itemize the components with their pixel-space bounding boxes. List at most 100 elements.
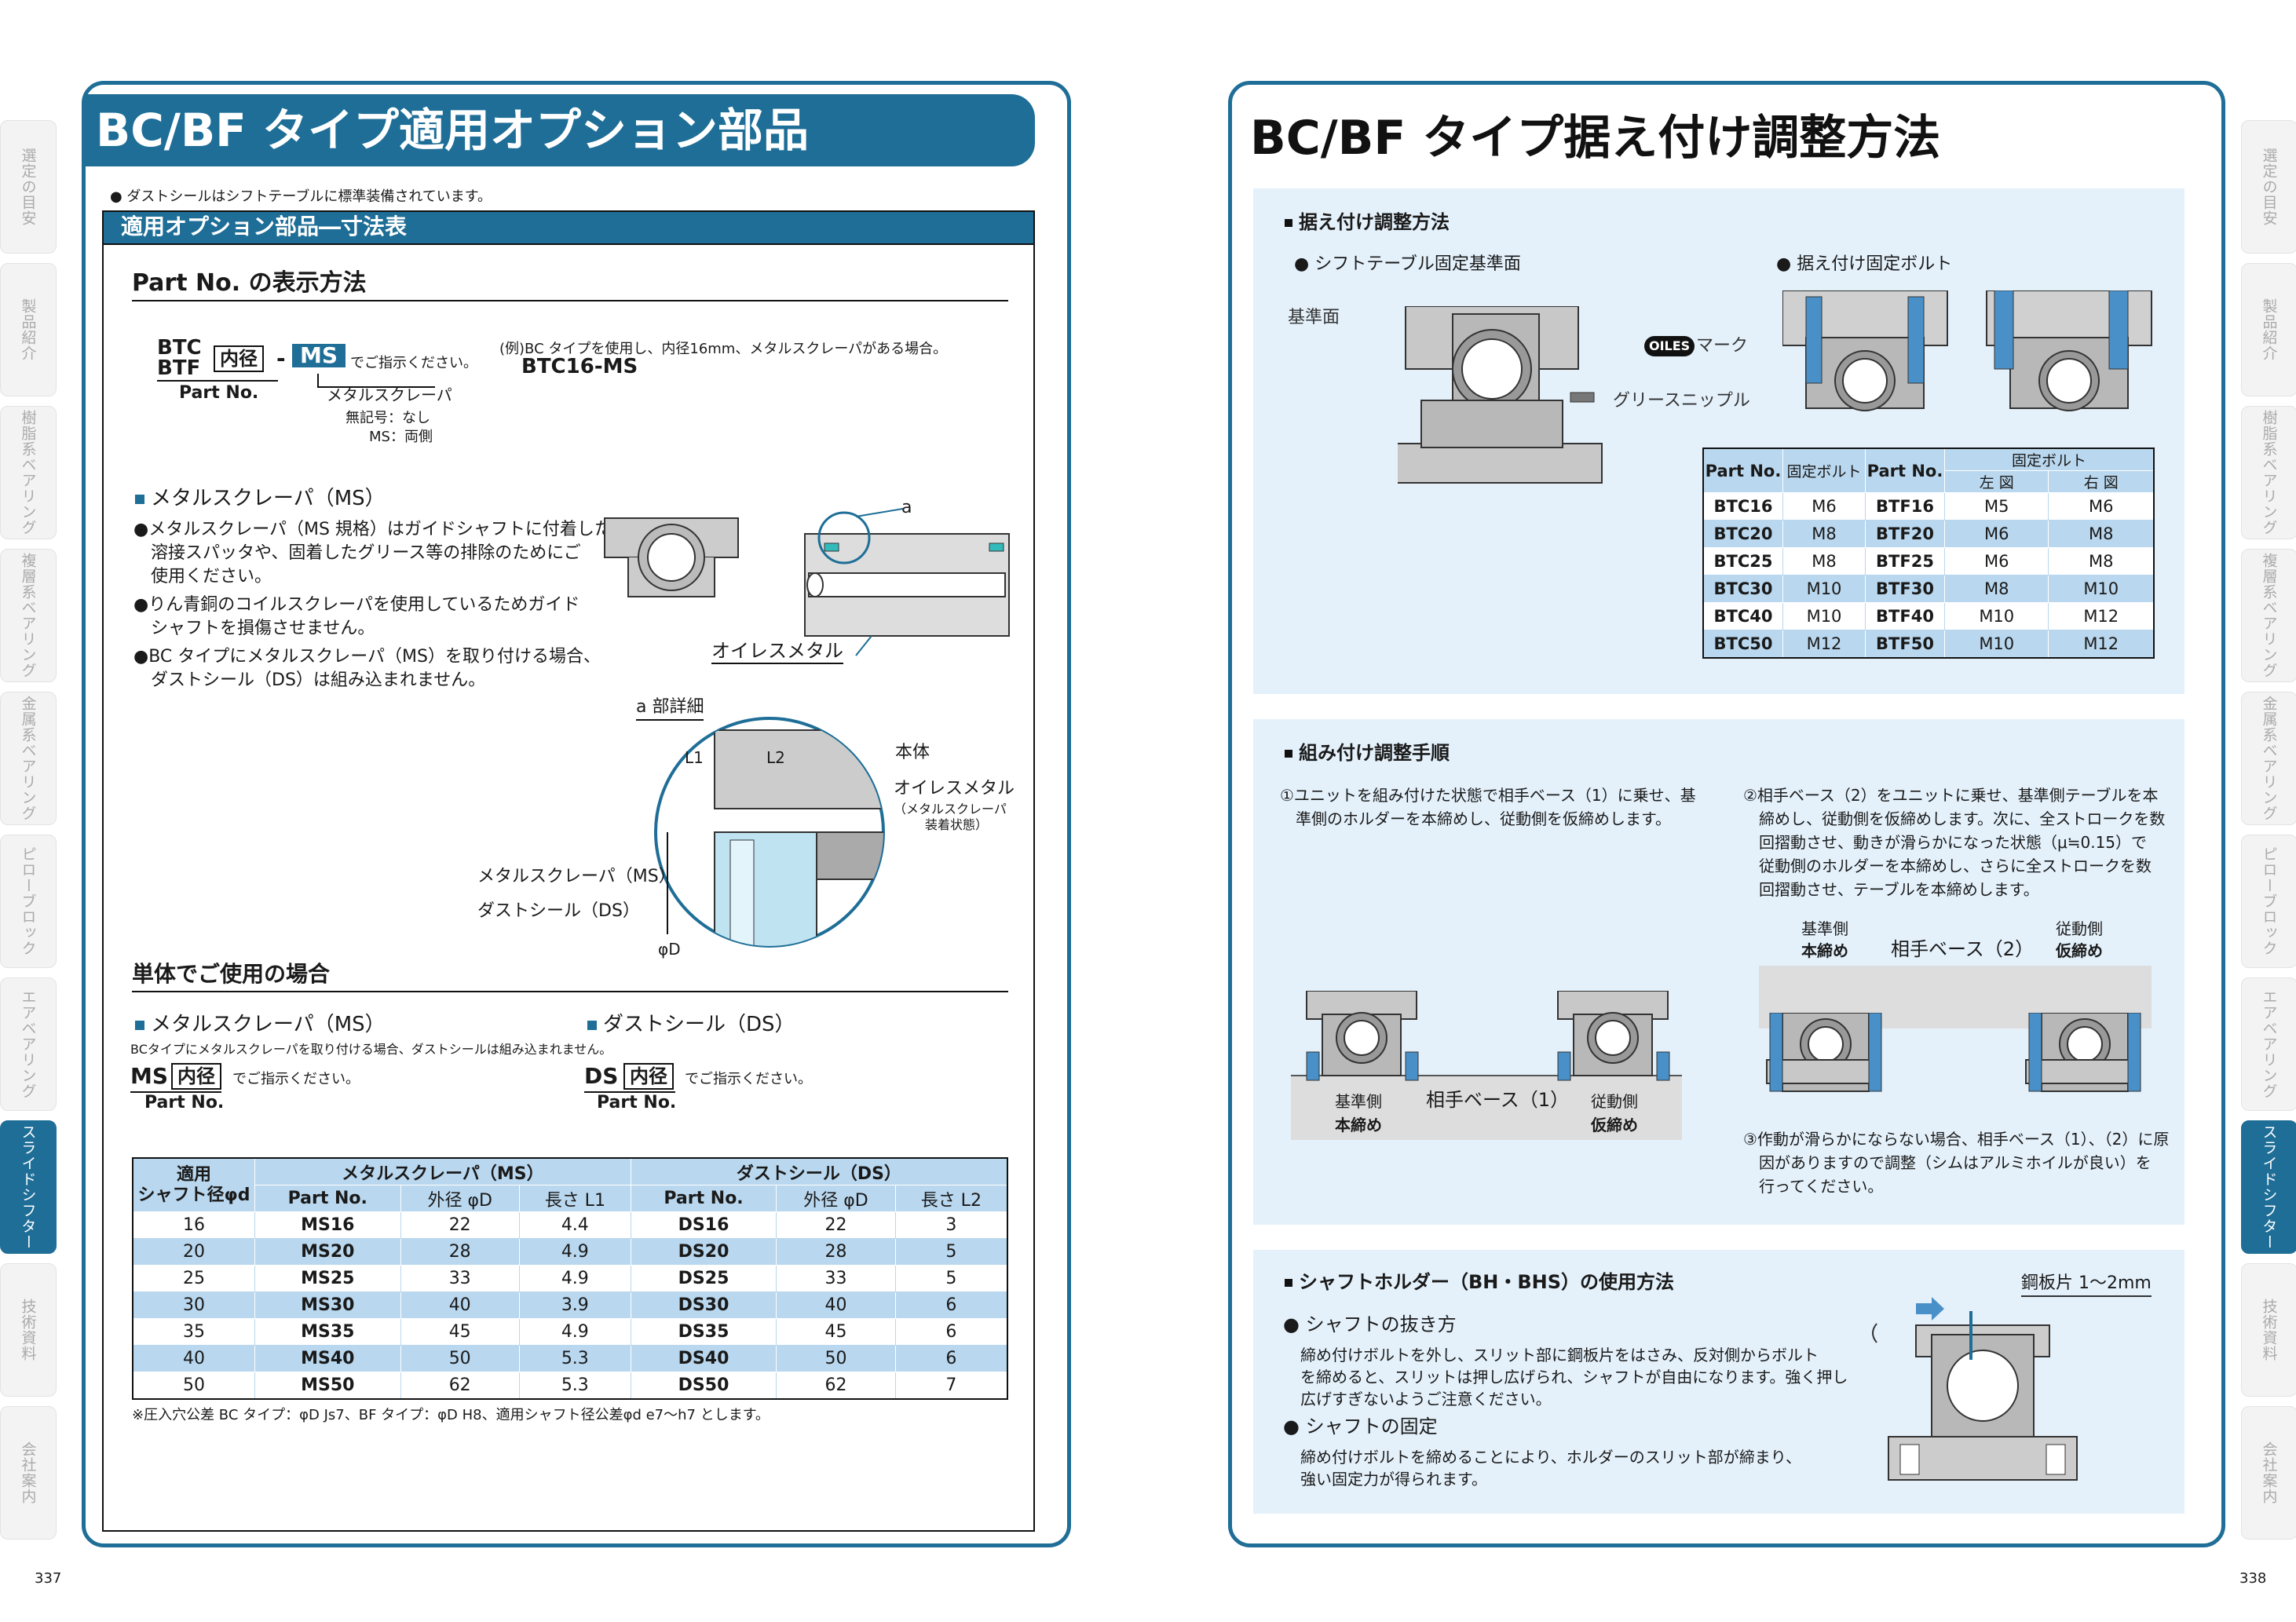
- text-line: 締め付けボルトを外し、スリット部に鋼板片をはさみ、反対側からボルト: [1300, 1346, 1819, 1364]
- side-tab[interactable]: 製品紹介: [0, 263, 57, 396]
- side-tab[interactable]: 複層系ベアリング: [0, 549, 57, 682]
- text-line: 回摺動させ、テーブルを本締めします。: [1743, 880, 2039, 899]
- ms-bullet-line: シャフトを損傷させません。: [133, 619, 375, 638]
- text-line: ②相手ベース（2）をユニットに乗せ、基準側テーブルを本: [1743, 786, 2159, 805]
- step2-text: ②相手ベース（2）をユニットに乗せ、基準側テーブルを本 締めし、従動側を仮締めし…: [1743, 784, 2165, 901]
- left-page-title: BC/BF タイプ適用オプション部品: [85, 94, 1035, 166]
- table-cell: 22: [776, 1211, 896, 1239]
- table-cell: M6: [1943, 547, 2049, 575]
- table-cell: M10: [2048, 575, 2155, 603]
- table-cell: 40: [776, 1291, 896, 1319]
- side-tab[interactable]: スライドシフター: [2241, 1120, 2296, 1254]
- a-detail-figure: [654, 717, 885, 948]
- text-line: 従動側のホルダーを本締めし、さらに全ストロークを数: [1743, 857, 2152, 875]
- side-tab[interactable]: 選定の目安: [2241, 120, 2296, 254]
- side-tab[interactable]: エアベアリング: [2241, 977, 2296, 1111]
- step1-text: ①ユニットを組み付けた状態で相手ベース（1）に乗せ、基 準側のホルダーを本締めし…: [1280, 784, 1696, 831]
- table-cell: 45: [400, 1318, 520, 1346]
- ms-bullet-line: ●メタルスクレーパ（MS 規格）はガイドシャフトに付着した: [133, 520, 612, 539]
- ms-bullet-line: ●りん青銅のコイルスクレーパを使用しているためガイド: [133, 595, 580, 615]
- partno-heading: Part No. の表示方法: [132, 269, 367, 297]
- table-cell: DS35: [630, 1318, 777, 1346]
- side-tab[interactable]: 技術資料: [0, 1263, 57, 1397]
- single-ms-suffix: でご指示ください。: [232, 1071, 360, 1087]
- side-tab[interactable]: 複層系ベアリング: [2241, 549, 2296, 682]
- fig1-hon: 本締め: [1335, 1116, 1382, 1134]
- fig2-base: 相手ベース（2）: [1891, 938, 2035, 960]
- side-tab[interactable]: 樹脂系ベアリング: [2241, 406, 2296, 539]
- ms-legend-line2: MS：両側: [369, 429, 433, 445]
- table-cell: 4.4: [518, 1211, 631, 1239]
- code-ms-box: MS: [292, 344, 346, 367]
- code-btf: BTF: [157, 356, 201, 380]
- fig1-judo: 従動側: [1591, 1092, 1638, 1111]
- table-cell: 4.9: [518, 1238, 631, 1266]
- table-cell: 6: [894, 1318, 1008, 1346]
- side-tab[interactable]: 金属系ベアリング: [2241, 692, 2296, 825]
- side-tab[interactable]: 選定の目安: [0, 120, 57, 254]
- side-tab[interactable]: 樹脂系ベアリング: [0, 406, 57, 539]
- table-cell: 4.9: [518, 1318, 631, 1346]
- label-kijun-men: 基準面: [1288, 308, 1340, 327]
- th-sub: Part No.: [630, 1185, 777, 1212]
- th-ds: ダストシール（DS）: [630, 1157, 1008, 1185]
- divider: [584, 1091, 675, 1093]
- table-cell: BTF30: [1865, 575, 1945, 603]
- ms-figure: [604, 508, 1010, 656]
- ms-heading-text: メタルスクレーパ（MS）: [151, 487, 386, 510]
- steel-label: 鋼板片 1～2mm: [2021, 1272, 2152, 1297]
- code-suffix: でご指示ください。: [350, 355, 477, 371]
- side-tab[interactable]: 会社案内: [2241, 1406, 2296, 1540]
- side-tab[interactable]: 会社案内: [0, 1406, 57, 1540]
- oiles-mark-text: OILES: [1649, 338, 1691, 353]
- th-sub: 外径 φD: [400, 1185, 520, 1212]
- table-cell: MS40: [254, 1345, 401, 1372]
- side-tab[interactable]: スライドシフター: [0, 1120, 57, 1254]
- bolt-figure: [1782, 290, 2152, 411]
- table-cell: 50: [132, 1372, 255, 1400]
- table-cell: 3: [894, 1211, 1008, 1239]
- text-line: 行ってください。: [1743, 1177, 1884, 1196]
- table-cell: 4.9: [518, 1265, 631, 1292]
- section-bar-label: 適用オプション部品―寸法表: [121, 214, 408, 239]
- text-line: 広げすぎないようご注意ください。: [1300, 1390, 1552, 1408]
- sec1-sub-left: ● シフトテーブル固定基準面: [1294, 254, 1521, 274]
- text-line: 因がありますので調整（シムはアルミホイルが良い）を: [1743, 1153, 2152, 1172]
- table-cell: BTC50: [1702, 630, 1783, 659]
- table-cell: 30: [132, 1291, 255, 1319]
- table-cell: M5: [1943, 492, 2049, 521]
- side-tab[interactable]: 金属系ベアリング: [0, 692, 57, 825]
- table-cell: 28: [400, 1238, 520, 1266]
- step3-text: ③作動が滑らかにならない場合、相手ベース（1）、（2）に原 因がありますので調整…: [1743, 1127, 2169, 1198]
- code-naikei-box: 内径: [214, 345, 264, 372]
- side-tab[interactable]: ピローブロック: [2241, 835, 2296, 968]
- side-tab[interactable]: 技術資料: [2241, 1263, 2296, 1397]
- text-line: 強い固定力が得られます。: [1300, 1470, 1487, 1489]
- text-line: 締め付けボルトを締めることにより、ホルダーのスリット部が締まり、: [1300, 1448, 1801, 1467]
- table-cell: M8: [1782, 520, 1866, 548]
- table-cell: 33: [776, 1265, 896, 1292]
- side-tab[interactable]: エアベアリング: [0, 977, 57, 1111]
- ms-bullet-line: ●BC タイプにメタルスクレーパ（MS）を取り付ける場合、: [133, 647, 601, 667]
- side-tab[interactable]: 製品紹介: [2241, 263, 2296, 396]
- side-tab[interactable]: ピローブロック: [0, 835, 57, 968]
- sec2-heading-text: 組み付け調整手順: [1299, 742, 1450, 764]
- fig1-holders: [1291, 991, 1682, 1081]
- label-metal-scraper: メタルスクレーパ（MS）: [477, 867, 676, 886]
- table-cell: 40: [132, 1345, 255, 1372]
- fig1-kari: 仮締め: [1591, 1116, 1638, 1134]
- label-l1: L1: [685, 748, 704, 767]
- sec1-heading: 据え付け調整方法: [1285, 210, 1450, 234]
- single-ms-heading: メタルスクレーパ（MS）: [135, 1013, 386, 1036]
- sec2-heading: 組み付け調整手順: [1285, 741, 1450, 765]
- fig2-kijun: 基準側: [1801, 919, 1848, 938]
- table-cell: 50: [776, 1345, 896, 1372]
- fig1-base: 相手ベース（1）: [1426, 1089, 1570, 1111]
